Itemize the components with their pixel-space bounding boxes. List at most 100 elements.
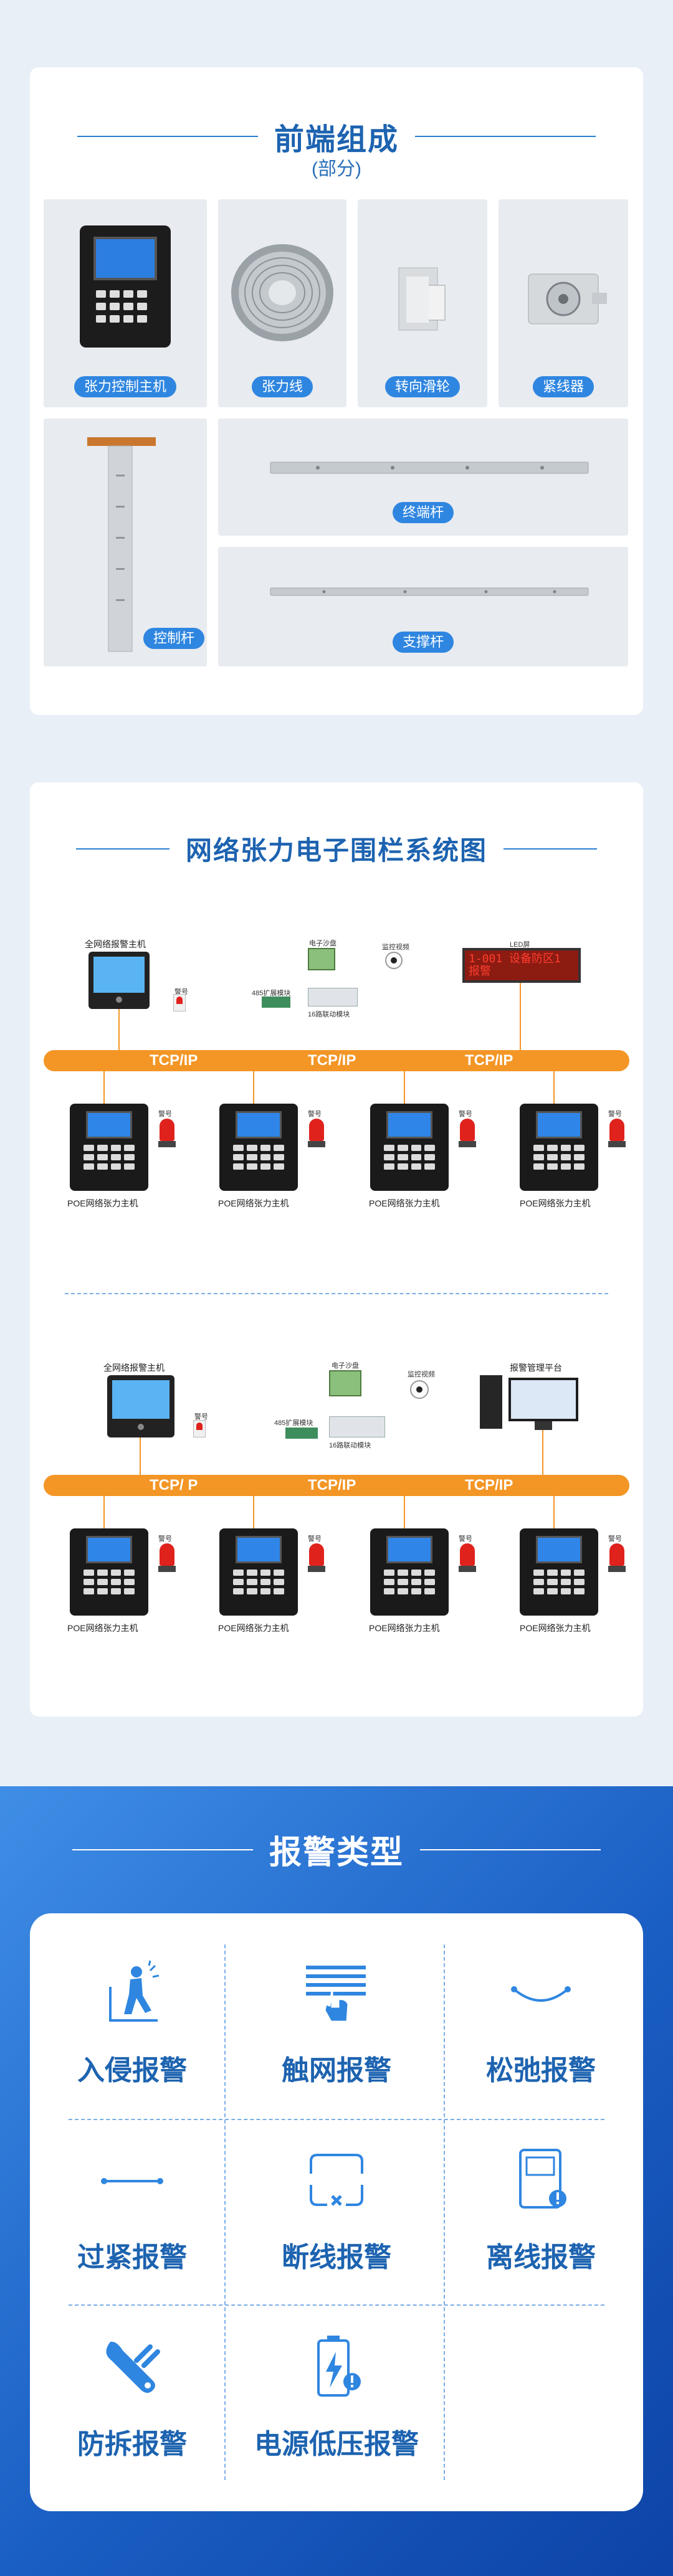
tag-control-post: 控制杆 [143,628,204,649]
system-diagram-card: 网络张力电子围栏系统图 全网络报警主机 警号 电子沙盘 485扩展模块 16路联… [30,782,643,1717]
broken-wire-icon [310,2154,363,2206]
d2-bus-label-2: TCP/IP [308,1477,356,1494]
d2-host-label: 全网络报警主机 [103,1363,165,1373]
tag-support-post: 支撑杆 [392,632,454,653]
diagram-divider [65,1293,608,1294]
d1-terminal-3 [370,1104,449,1191]
d1-beacon-label: 警号 [608,1110,622,1118]
d1-led-line2: 报警 [469,965,491,978]
d1-terminal-label-4: POE网络张力主机 [520,1198,591,1208]
tile-tension-wire: 张力线 [218,199,346,407]
alarm-label-overtight: 过紧报警 [77,2242,187,2273]
low-power-icon [317,2336,361,2397]
alarm-title: 报警类型 [269,1835,404,1871]
d2-camera-icon [410,1380,429,1399]
d2-pc-tower [480,1375,502,1429]
d2-tcp-bus: TCP/ P TCP/IP TCP/IP [44,1475,629,1496]
d2-alarm-host [107,1375,174,1437]
support-post-image [270,587,589,596]
d2-siren-icon [193,1420,206,1437]
d2-board-label: 485扩展模块 [274,1419,313,1427]
d2-beacon-2 [308,1543,325,1572]
front-title-bar: 前端组成 [30,115,643,158]
control-post-image [87,437,156,652]
d1-drop [103,1071,105,1104]
d1-beacon-2 [308,1119,325,1147]
d2-camera-label: 监控视频 [408,1371,435,1378]
d1-siren-icon [173,994,186,1011]
d1-led-screen: 1-001 设备防区1 报警 [462,948,581,983]
alarm-type-low-power: 电源低压报警 [234,2306,439,2490]
d1-led-label: LED屏 [510,941,530,949]
d2-beacon-label: 警号 [308,1535,322,1543]
d1-elock-label: 电子沙盘 [309,940,336,947]
d1-terminal-2 [219,1104,298,1191]
touch-net-icon [306,1966,366,2023]
title-line-right [420,1849,601,1850]
d1-terminal-label-3: POE网络张力主机 [369,1198,440,1208]
tag-terminal-post: 终端杆 [392,502,454,523]
alarm-type-broken-wire: 断线报警 [234,2119,439,2303]
tile-terminal-post: 终端杆 [218,419,628,536]
d1-board-label: 485扩展模块 [252,990,291,997]
pulley-image [398,267,446,331]
slack-icon [511,1986,571,2002]
d2-expand-box [329,1416,385,1437]
alarm-type-slack: 松弛报警 [439,1932,643,2116]
d2-siren-label: 警号 [194,1413,208,1421]
d2-terminal-label-3: POE网络张力主机 [369,1623,440,1633]
d1-terminal-label-1: POE网络张力主机 [67,1198,138,1208]
overtight-icon [101,2178,163,2184]
d1-terminal-label-2: POE网络张力主机 [218,1198,289,1208]
title-line-left [77,136,258,137]
alarm-label-broken-wire: 断线报警 [282,2242,391,2273]
tamper-icon [106,2341,160,2393]
tile-support-post: 支撑杆 [218,547,628,666]
d1-bus-label-3: TCP/IP [465,1052,513,1069]
d1-beacon-label: 警号 [158,1110,172,1118]
d1-terminal-1 [70,1104,148,1191]
alarm-type-overtight: 过紧报警 [30,2119,234,2303]
d1-bus-label-2: TCP/IP [308,1052,356,1069]
d1-drop [404,1071,405,1104]
grid-divider-v1 [224,1944,226,2480]
d2-beacon-label: 警号 [459,1535,472,1543]
tile-tension-controller: 张力控制主机 [44,199,207,407]
d2-beacon-1 [158,1543,176,1572]
alarm-types-card: 入侵报警 触网报警 松弛报警 过紧报警 断线报警 [30,1913,643,2511]
d2-drop [404,1496,405,1528]
tile-tightener: 紧线器 [499,199,628,407]
alarm-label-offline: 离线报警 [486,2242,596,2273]
d1-drop [553,1071,555,1104]
tightener-image [528,273,607,324]
d2-terminal-1 [70,1528,148,1616]
diagram-2: 全网络报警主机 警号 电子沙盘 485扩展模块 16路联动模块 监控视频 报警管… [30,782,643,1717]
tag-tension-controller: 张力控制主机 [74,376,177,397]
d2-platform-label: 报警管理平台 [510,1363,562,1373]
alarm-label-slack: 松弛报警 [486,2055,596,2086]
system-title: 网络张力电子围栏系统图 [185,836,487,865]
d2-bus-label-3: TCP/IP [465,1477,513,1494]
d2-beacon-label: 警号 [158,1535,172,1543]
front-subtitle: (部分) [312,159,361,179]
d2-elock-board [329,1370,361,1396]
alarm-type-tamper: 防拆报警 [30,2306,234,2490]
d2-drop [253,1496,254,1528]
d2-link [542,1430,543,1475]
d1-elock-board [308,948,335,970]
d2-drop [553,1496,555,1528]
d1-camera-icon [385,952,403,969]
terminal-post-image [270,462,589,474]
d2-terminal-4 [520,1528,598,1616]
d1-beacon-1 [158,1119,176,1147]
d1-tcp-bus: TCP/IP TCP/IP TCP/IP [44,1050,629,1071]
alarm-label-intrusion: 入侵报警 [77,2055,187,2086]
d1-camera-label: 监控视频 [382,944,409,951]
intrusion-icon [109,1960,160,2022]
d2-elock-label: 电子沙盘 [332,1362,359,1370]
diagram-1: 全网络报警主机 警号 电子沙盘 485扩展模块 16路联动模块 监控视频 LED… [30,782,643,1256]
d1-beacon-4 [608,1119,626,1147]
alarm-type-touch-net: 触网报警 [234,1932,439,2116]
d1-terminal-4 [520,1104,598,1191]
system-title-bar: 网络张力电子围栏系统图 [30,830,643,868]
